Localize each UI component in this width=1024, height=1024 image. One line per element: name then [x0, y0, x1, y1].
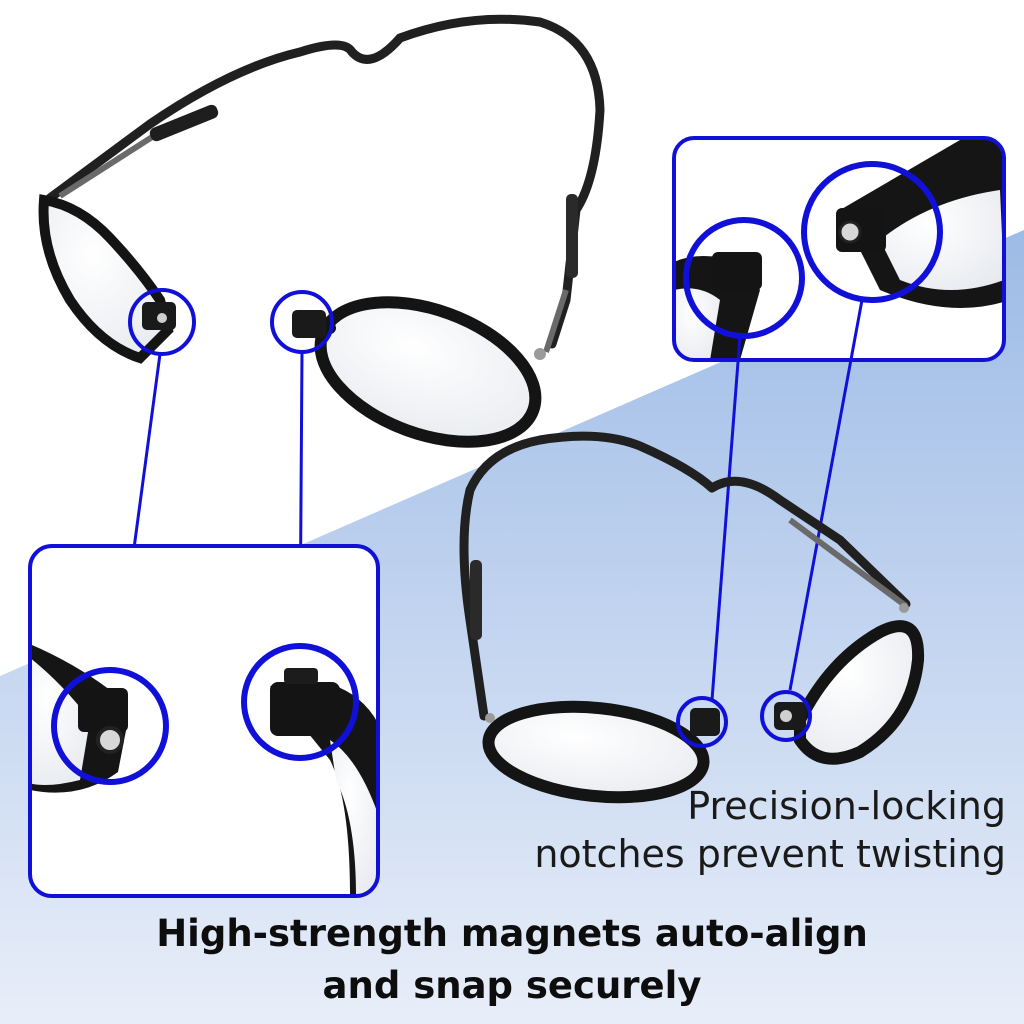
headline-line1: High-strength magnets auto-align — [156, 912, 868, 955]
zoom-box-left — [28, 544, 380, 898]
feature-caption: Precision-locking notches prevent twisti… — [446, 782, 1006, 878]
connector-line — [788, 299, 864, 691]
zoom-circle-left-magnet — [51, 667, 169, 785]
feature-caption-line2: notches prevent twisting — [534, 832, 1006, 876]
zoom-circle-right-box-left — [683, 217, 805, 339]
headline-line2: and snap securely — [322, 964, 702, 1007]
callout-circle-bottom-right-magnet — [760, 690, 812, 742]
glasses-bottom-closed — [459, 431, 925, 804]
connector-line — [710, 335, 742, 701]
feature-caption-line1: Precision-locking — [687, 784, 1006, 828]
zoom-circle-right-magnet — [241, 643, 359, 761]
callout-circle-bottom-left-magnet — [676, 696, 728, 748]
zoom-circle-right-box-right — [801, 161, 943, 303]
glasses-top-open — [38, 14, 605, 448]
headline: High-strength magnets auto-align and sna… — [0, 908, 1024, 1012]
callout-circle-top-left-magnet — [128, 288, 196, 356]
